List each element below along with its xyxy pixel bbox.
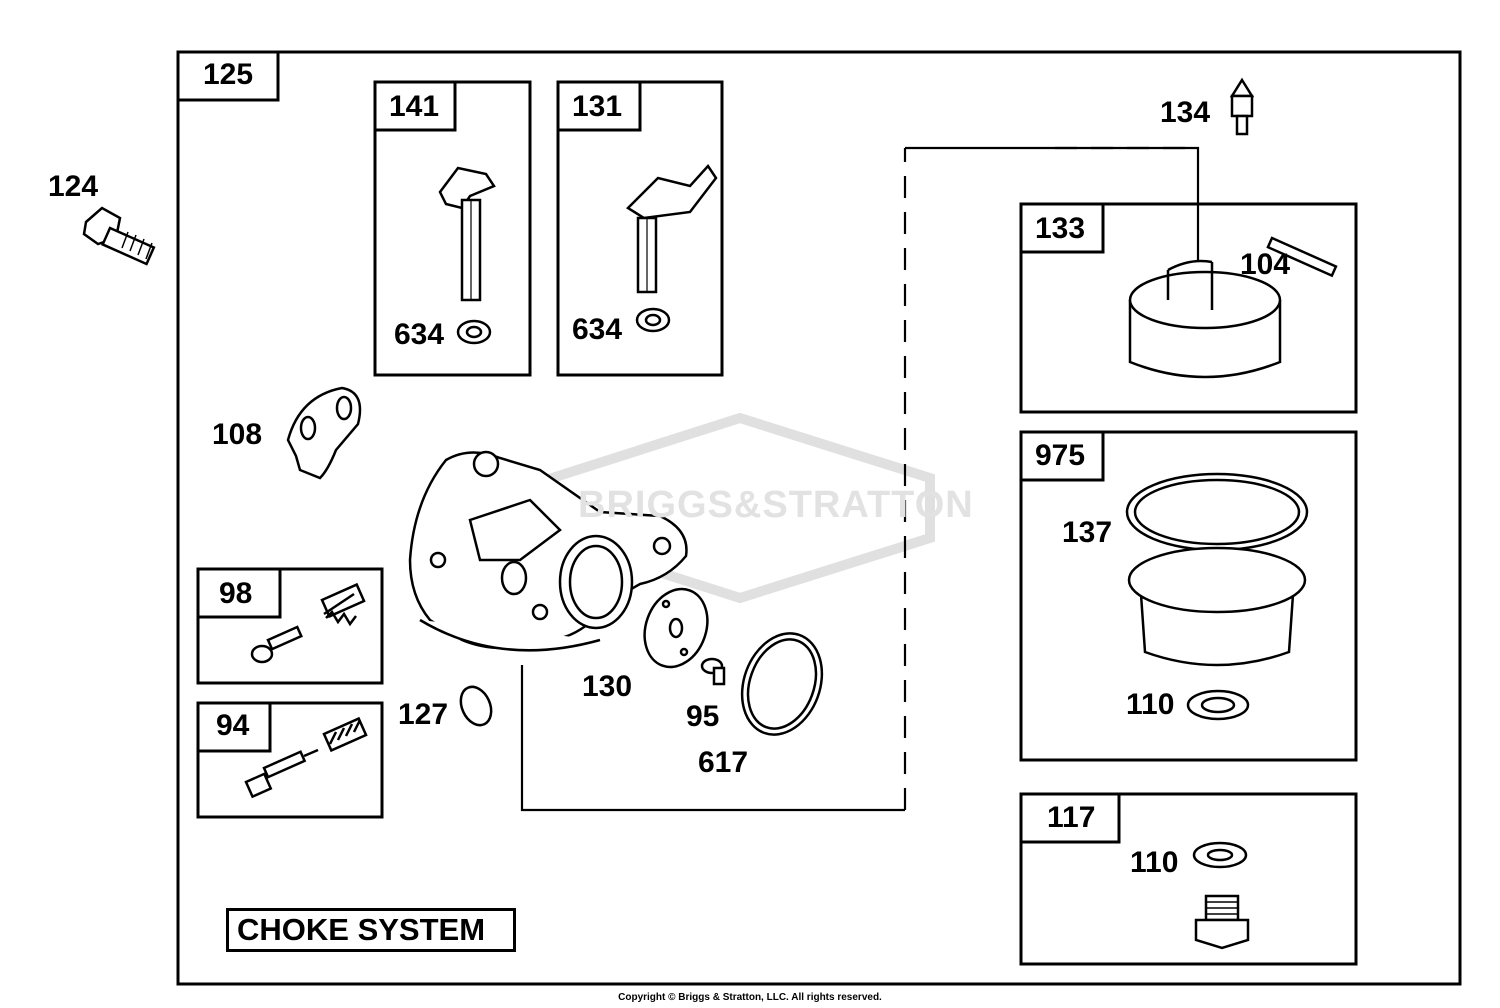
bowl-nut-117-shape [1194, 894, 1250, 950]
part-label-110b: 110 [1130, 846, 1179, 879]
main-frame [176, 50, 1462, 986]
part-label-134: 134 [1160, 96, 1211, 129]
box-94-label: 94 [216, 709, 250, 742]
gasket-137-shape [1125, 472, 1309, 552]
part-label-110a: 110 [1126, 688, 1175, 721]
part-label-617: 617 [698, 746, 749, 779]
box-133-frame [1019, 202, 1358, 414]
spring-98-shape [320, 582, 366, 627]
seal-634a-shape [456, 319, 492, 345]
pin-104-shape [1266, 236, 1338, 278]
box-98-frame [196, 567, 384, 685]
screw-98-shape [250, 625, 303, 664]
box-141-label: 141 [389, 90, 440, 123]
box-133-label: 133 [1035, 212, 1086, 245]
box-117-label: 117 [1047, 801, 1096, 834]
screw-95-shape [700, 657, 726, 686]
throttle-plate-130-shape [643, 587, 709, 669]
main-frame-tab [176, 50, 280, 102]
washer-110b-shape [1192, 841, 1248, 869]
section-title-choke-system: CHOKE SYSTEM [226, 908, 516, 952]
copyright-notice: Copyright © Briggs & Stratton, LLC. All … [618, 992, 882, 1003]
assembly-lines [520, 146, 1200, 812]
box-94-frame [196, 701, 384, 819]
throttle-shaft-131-shape [626, 163, 718, 294]
box-975-label: 975 [1035, 439, 1086, 472]
box-117-frame [1019, 792, 1358, 966]
washer-110a-shape [1186, 689, 1250, 721]
part-label-137: 137 [1062, 516, 1113, 549]
part-label-130: 130 [582, 670, 633, 703]
part-label-124: 124 [48, 170, 99, 203]
spring-94-shape [322, 716, 368, 753]
carburetor-body-shape [408, 450, 688, 652]
box-975-frame [1019, 430, 1358, 762]
part-label-634a: 634 [394, 318, 445, 351]
oring-617-shape [740, 632, 824, 736]
needle-134-shape [1229, 77, 1255, 136]
bolt-124-shape [82, 206, 156, 266]
box-131-label: 131 [572, 90, 623, 123]
bowl-975-shape [1127, 546, 1307, 667]
part-label-127: 127 [398, 698, 449, 731]
part-label-634b: 634 [572, 313, 623, 346]
part-label-95: 95 [686, 700, 720, 733]
main-box-label: 125 [203, 58, 254, 91]
seal-634b-shape [635, 307, 671, 333]
box-98-label: 98 [219, 577, 253, 610]
part-label-104: 104 [1240, 248, 1291, 281]
float-133-shape [1128, 259, 1282, 379]
part-label-108: 108 [212, 418, 263, 451]
plate-108-shape [286, 386, 362, 480]
needle-valve-94-shape [244, 748, 319, 799]
watermark-text: BRIGGS&STRATTON [578, 484, 974, 526]
plug-127-shape [459, 685, 493, 727]
choke-shaft-141-shape [438, 166, 496, 302]
